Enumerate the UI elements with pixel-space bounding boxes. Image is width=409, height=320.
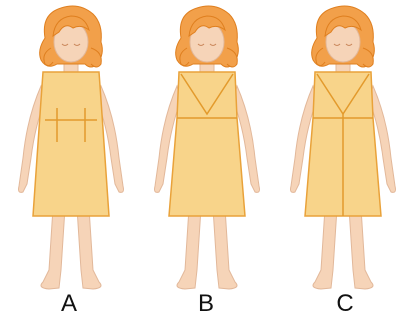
dress-a xyxy=(33,72,109,216)
figure-a xyxy=(19,6,124,289)
dress-b xyxy=(169,72,245,216)
figure-b xyxy=(155,6,260,289)
label-c: C xyxy=(325,290,365,318)
label-a: A xyxy=(49,290,89,318)
label-b: B xyxy=(186,290,226,318)
figure-c xyxy=(291,6,396,289)
